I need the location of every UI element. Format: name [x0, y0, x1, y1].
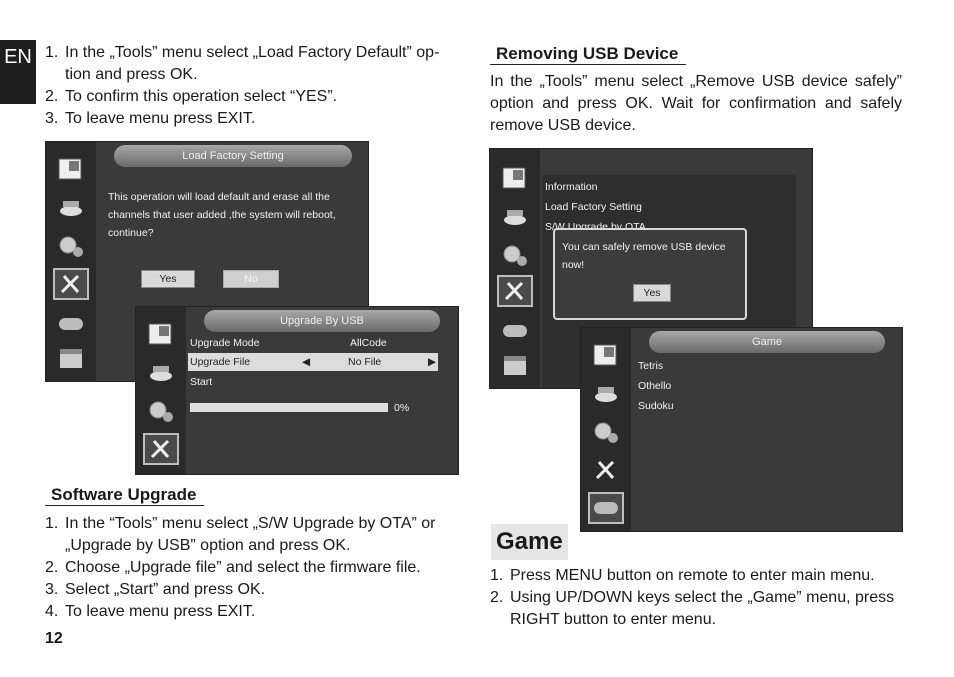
removing-usb-heading: Removing USB Device	[490, 44, 687, 65]
gamepad-icon[interactable]	[588, 492, 624, 524]
upgrade-mode-row[interactable]: Upgrade Mode AllCode	[190, 337, 387, 349]
picture-icon	[143, 319, 179, 351]
list-item: 2.Choose „Upgrade file” and select the f…	[45, 559, 421, 576]
list-item: 2.To confirm this operation select “YES”…	[45, 88, 338, 105]
game-item-sudoku[interactable]: Sudoku	[638, 400, 674, 412]
menu-sidebar	[490, 149, 540, 388]
yes-button[interactable]: Yes	[633, 284, 671, 302]
gears-icon	[143, 395, 179, 427]
tools-icon[interactable]	[143, 433, 179, 465]
dialog-message: now!	[562, 259, 585, 271]
list-item: 4.To leave menu press EXIT.	[45, 603, 256, 620]
game-steps: 1.Press MENU button on remote to enter m…	[490, 565, 910, 631]
game-list: Tetris Othello Sudoku	[638, 357, 674, 417]
yes-button[interactable]: Yes	[141, 270, 195, 288]
removing-usb-paragraph: In the „Tools” menu select „Remove USB d…	[490, 73, 902, 134]
menu-item-information[interactable]: Information	[545, 181, 598, 193]
dish-icon	[53, 192, 89, 224]
software-upgrade-heading: Software Upgrade	[45, 485, 205, 506]
picture-icon	[588, 340, 624, 372]
arrow-right-icon[interactable]: ▶	[428, 356, 437, 368]
picture-icon	[497, 163, 533, 195]
list-item: 2.Using UP/DOWN keys select the „Game” m…	[490, 589, 895, 628]
screen-title: Load Factory Setting	[114, 145, 352, 167]
clapperboard-icon	[497, 349, 533, 381]
load-factory-steps: 1.In the „Tools” menu select „Load Facto…	[45, 42, 465, 130]
software-upgrade-steps: 1.In the “Tools” menu select „S/W Upgrad…	[45, 513, 465, 623]
dish-icon	[143, 357, 179, 389]
progress-bar	[190, 403, 388, 412]
safe-remove-dialog: You can safely remove USB device now! Ye…	[553, 228, 747, 320]
picture-icon	[53, 154, 89, 186]
game-item-tetris[interactable]: Tetris	[638, 360, 664, 372]
upgrade-file-row[interactable]: Upgrade File ◀ No File ▶	[188, 353, 438, 371]
upgrade-options: Upgrade Mode AllCode Upgrade File ◀ No F…	[188, 333, 438, 393]
list-item: 1.In the “Tools” menu select „S/W Upgrad…	[45, 515, 436, 554]
menu-sidebar	[46, 142, 96, 381]
arrow-left-icon[interactable]: ◀	[302, 356, 311, 368]
menu-item-load-factory[interactable]: Load Factory Setting	[545, 201, 642, 213]
gamepad-icon	[497, 315, 533, 347]
list-item: 3.To leave menu press EXIT.	[45, 110, 256, 127]
game-screen: Game Tetris Othello Sudoku	[580, 327, 903, 532]
start-row[interactable]: Start	[190, 376, 213, 388]
screen-title: Game	[649, 331, 885, 353]
game-heading: Game	[491, 524, 568, 560]
gears-icon	[588, 416, 624, 448]
dialog-message: This operation will load default and era…	[108, 191, 336, 239]
gears-icon	[53, 230, 89, 262]
upgrade-usb-screen: Upgrade By USB Upgrade Mode AllCode Upgr…	[135, 306, 459, 475]
menu-sidebar	[136, 307, 186, 474]
dish-icon	[497, 201, 533, 233]
clapperboard-icon	[53, 342, 89, 374]
list-item: 3.Select „Start” and press OK.	[45, 581, 266, 598]
tools-icon[interactable]	[53, 268, 89, 300]
game-item-othello[interactable]: Othello	[638, 380, 672, 392]
tools-icon[interactable]	[497, 275, 533, 307]
progress-percent: 0%	[394, 402, 410, 414]
tools-icon	[588, 454, 624, 486]
screen-title: Upgrade By USB	[204, 310, 440, 332]
list-item: 1.Press MENU button on remote to enter m…	[490, 567, 875, 584]
list-item: 1.In the „Tools” menu select „Load Facto…	[45, 44, 440, 83]
dialog-message: You can safely remove USB device	[562, 241, 726, 253]
dish-icon	[588, 378, 624, 410]
gamepad-icon	[53, 308, 89, 340]
page-number: 12	[45, 630, 63, 647]
no-button[interactable]: No	[223, 270, 279, 288]
gears-icon	[497, 239, 533, 271]
menu-sidebar	[581, 328, 631, 531]
language-tab: EN	[0, 40, 36, 104]
